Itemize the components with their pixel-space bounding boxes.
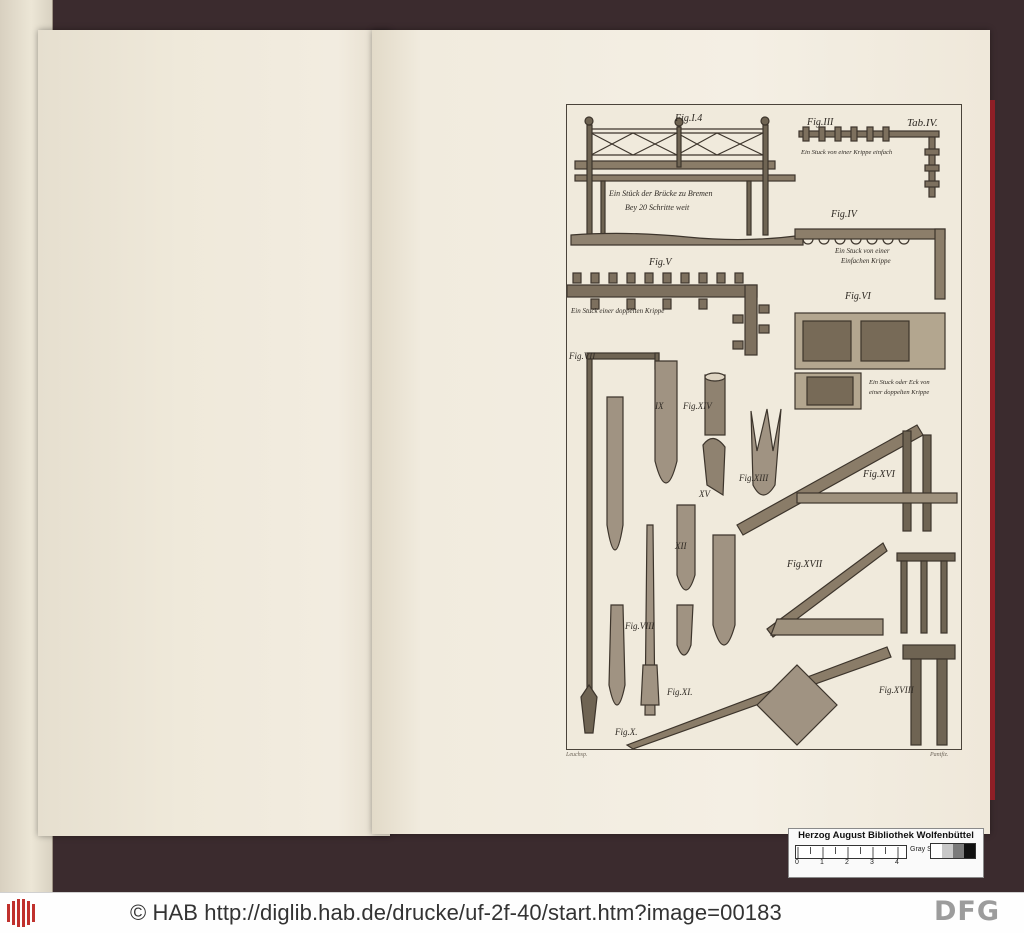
fig7-label: Fig.VII xyxy=(569,351,596,361)
fig1-label: Fig.I.4 xyxy=(675,113,703,124)
fig6-caption-1: Ein Stuck oder Eck von xyxy=(869,379,930,386)
ruler xyxy=(795,845,907,859)
ruler-numbers: 0 1 2 3 4 xyxy=(795,859,905,871)
ruler-number: 3 xyxy=(870,859,874,866)
fig4-crib xyxy=(794,228,946,300)
fig13-spike xyxy=(750,408,782,496)
gray-swatch xyxy=(953,844,964,858)
fig5-crib xyxy=(567,272,770,356)
ruler-number: 0 xyxy=(795,859,799,866)
fig13-label: Fig.XIII xyxy=(739,473,769,483)
engraved-plate: Fig.I.4 Tab.IV. Ein Stück der Brücke zu … xyxy=(566,104,962,750)
scale-card: Herzog August Bibliothek Wolfenbüttel 0 … xyxy=(788,828,984,878)
copyright-link[interactable]: © HAB http://diglib.hab.de/drucke/uf-2f-… xyxy=(130,900,782,925)
bridge-caption-2: Bey 20 Schritte weit xyxy=(625,203,690,212)
fig16-label: Fig.XVI xyxy=(863,469,895,480)
ruler-number: 1 xyxy=(820,859,824,866)
bridge-caption-1: Ein Stück der Brücke zu Bremen xyxy=(609,189,713,198)
fig3-label: Fig.III xyxy=(807,117,834,128)
gray-scale-swatches xyxy=(930,843,976,859)
scan-background: Fig.I.4 Tab.IV. Ein Stück der Brücke zu … xyxy=(0,0,995,892)
incline-figure xyxy=(625,644,956,749)
gray-swatch xyxy=(942,844,953,858)
ruler-number: 4 xyxy=(895,859,899,866)
gray-swatch xyxy=(964,844,975,858)
fig9-label: IX xyxy=(655,401,664,411)
fig6-crib xyxy=(794,312,946,410)
dfg-logo: DFG xyxy=(934,896,1001,927)
fig6-caption-2: einer doppelten Krippe xyxy=(869,389,930,396)
left-page xyxy=(38,30,390,836)
plate-drawing xyxy=(567,116,958,749)
scale-card-title: Herzog August Bibliothek Wolfenbüttel xyxy=(798,830,974,841)
fig10-label: Fig.X. xyxy=(615,727,638,737)
fig17-label: Fig.XVII xyxy=(787,559,823,570)
fig15-label: XV xyxy=(699,489,710,499)
fig14-label: Fig.XIV xyxy=(683,401,712,411)
gray-swatch xyxy=(931,844,942,858)
fig6-label: Fig.VI xyxy=(845,291,871,302)
fig16-ram xyxy=(736,424,958,536)
ruler-ticks xyxy=(797,847,899,859)
fig11-label: Fig.XI. xyxy=(667,687,693,697)
fig4-caption-2: Einfachen Krippe xyxy=(841,257,891,265)
pointed-stakes xyxy=(606,360,736,716)
engraver-left: Leuchsp. xyxy=(566,752,588,758)
fig4-label: Fig.IV xyxy=(831,209,857,220)
bridge-figure xyxy=(570,116,804,246)
ruler-number: 2 xyxy=(845,859,849,866)
fig8-label: Fig.VIII xyxy=(625,621,655,631)
fig14-tube xyxy=(702,372,726,497)
hab-logo-icon xyxy=(7,899,35,927)
footer-bar: © HAB http://diglib.hab.de/drucke/uf-2f-… xyxy=(0,892,1024,933)
fig4-caption-1: Ein Stuck von einer xyxy=(835,247,890,255)
fig5-caption: Ein Stuck einer doppelten Krippe xyxy=(571,307,665,315)
fig18-label: Fig.XVIII xyxy=(879,685,914,695)
tab-label: Tab.IV. xyxy=(907,117,938,129)
gray-scale-label: Gray Scale xyxy=(910,846,945,853)
fig12-label: XII xyxy=(675,541,687,551)
fig3-crib xyxy=(798,126,940,198)
fig3-caption: Ein Stuck von einer Krippe einfach xyxy=(801,149,893,156)
page-edge-red xyxy=(990,100,995,800)
fig5-label: Fig.V xyxy=(649,257,672,268)
fig17-ram xyxy=(766,542,956,638)
engraver-right: Pantfiz. xyxy=(930,752,949,758)
